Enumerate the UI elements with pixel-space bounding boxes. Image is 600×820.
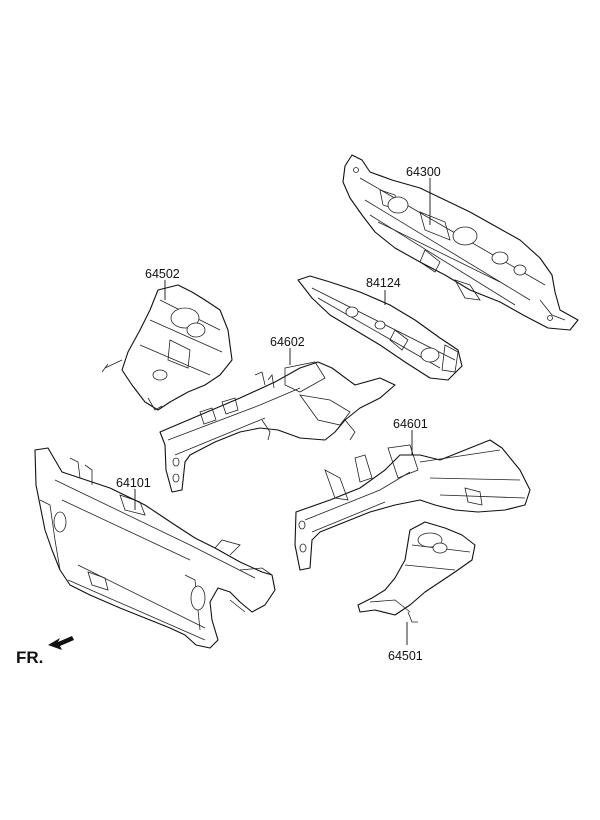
front-direction-indicator: FR. bbox=[16, 636, 74, 667]
part-64300-dash-panel bbox=[342, 154, 579, 331]
part-64501-fender-apron bbox=[357, 521, 476, 623]
part-64101-radiator-support bbox=[34, 447, 276, 649]
callout-64601: 64601 bbox=[393, 417, 428, 431]
part-84124-cowl-crossmember bbox=[297, 275, 463, 381]
part-64601-side-member bbox=[294, 439, 531, 571]
callout-64602: 64602 bbox=[270, 335, 305, 349]
part-64602-side-member bbox=[159, 361, 396, 493]
part-64502-fender-apron bbox=[101, 284, 233, 411]
callout-64101: 64101 bbox=[116, 476, 151, 490]
callout-64300: 64300 bbox=[406, 165, 441, 179]
fr-label: FR. bbox=[16, 648, 43, 667]
callout-64501: 64501 bbox=[388, 649, 423, 663]
callout-64502: 64502 bbox=[145, 267, 180, 281]
callout-84124: 84124 bbox=[366, 276, 401, 290]
front-arrow-icon bbox=[48, 636, 74, 650]
